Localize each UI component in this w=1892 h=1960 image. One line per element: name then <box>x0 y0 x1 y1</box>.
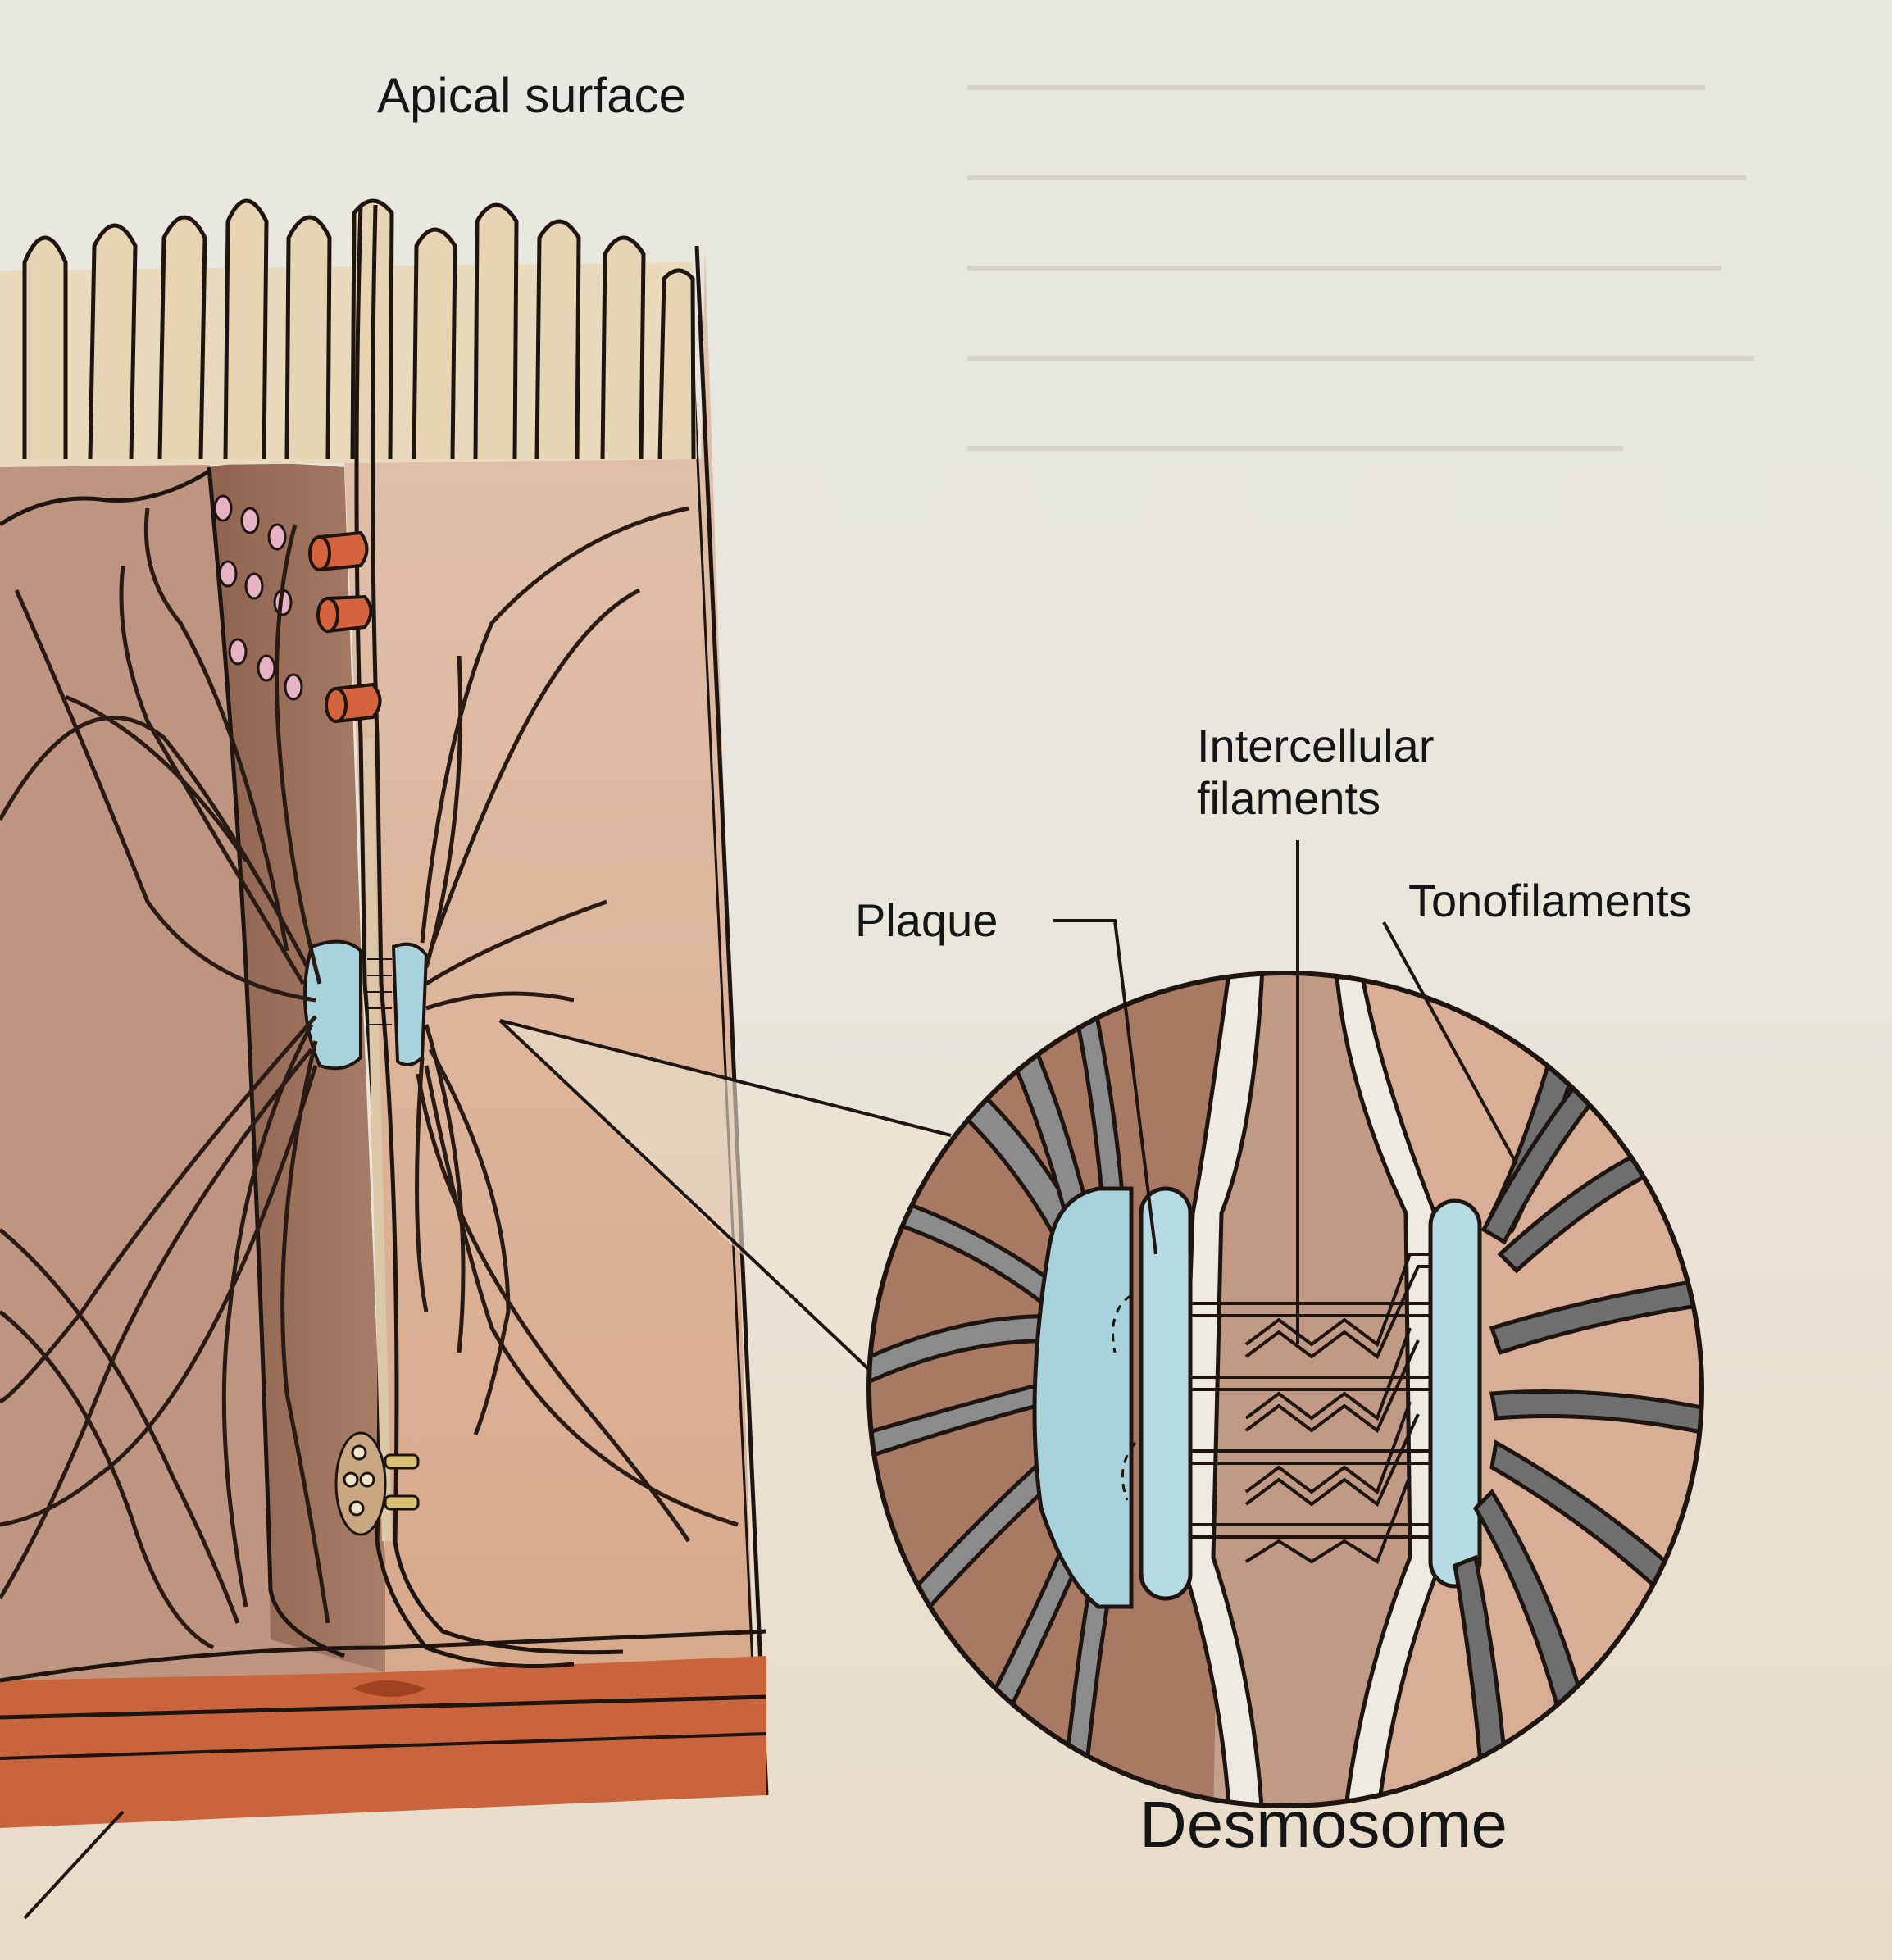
epithelial-cells <box>0 198 952 1920</box>
basement-membrane <box>0 1656 766 1828</box>
background-page-text <box>967 16 1787 525</box>
intercellular-filaments-label: Intercellular filaments <box>1197 720 1435 824</box>
desmosome-title: Desmosome <box>1139 1788 1508 1861</box>
desmosome-detail-circle <box>866 971 1704 1808</box>
tonofilaments-label: Tonofilaments <box>1408 875 1692 926</box>
leader-lines <box>1053 840 1518 1344</box>
gap-junction <box>334 1431 420 1536</box>
tonofilaments-leader <box>1382 921 1518 1165</box>
cell-tonofilaments <box>0 506 739 1650</box>
plaque-left <box>1032 1186 1134 1609</box>
apical-surface-label: Apical surface <box>377 68 686 123</box>
vesicles <box>213 494 303 701</box>
plaque-label: Plaque <box>855 894 998 946</box>
intercellular-filaments <box>1190 1253 1430 1564</box>
microvilli <box>22 198 696 460</box>
left-cell <box>0 459 385 1680</box>
basement-pointer-line <box>23 1810 125 1920</box>
plaque-leader <box>1053 919 1157 1255</box>
desmosome-detail <box>869 973 1702 1806</box>
tissue-right-edge <box>694 245 769 1796</box>
zoom-wedge <box>500 1021 951 1377</box>
right-cell <box>344 246 758 1795</box>
tight-junctions <box>308 530 382 724</box>
